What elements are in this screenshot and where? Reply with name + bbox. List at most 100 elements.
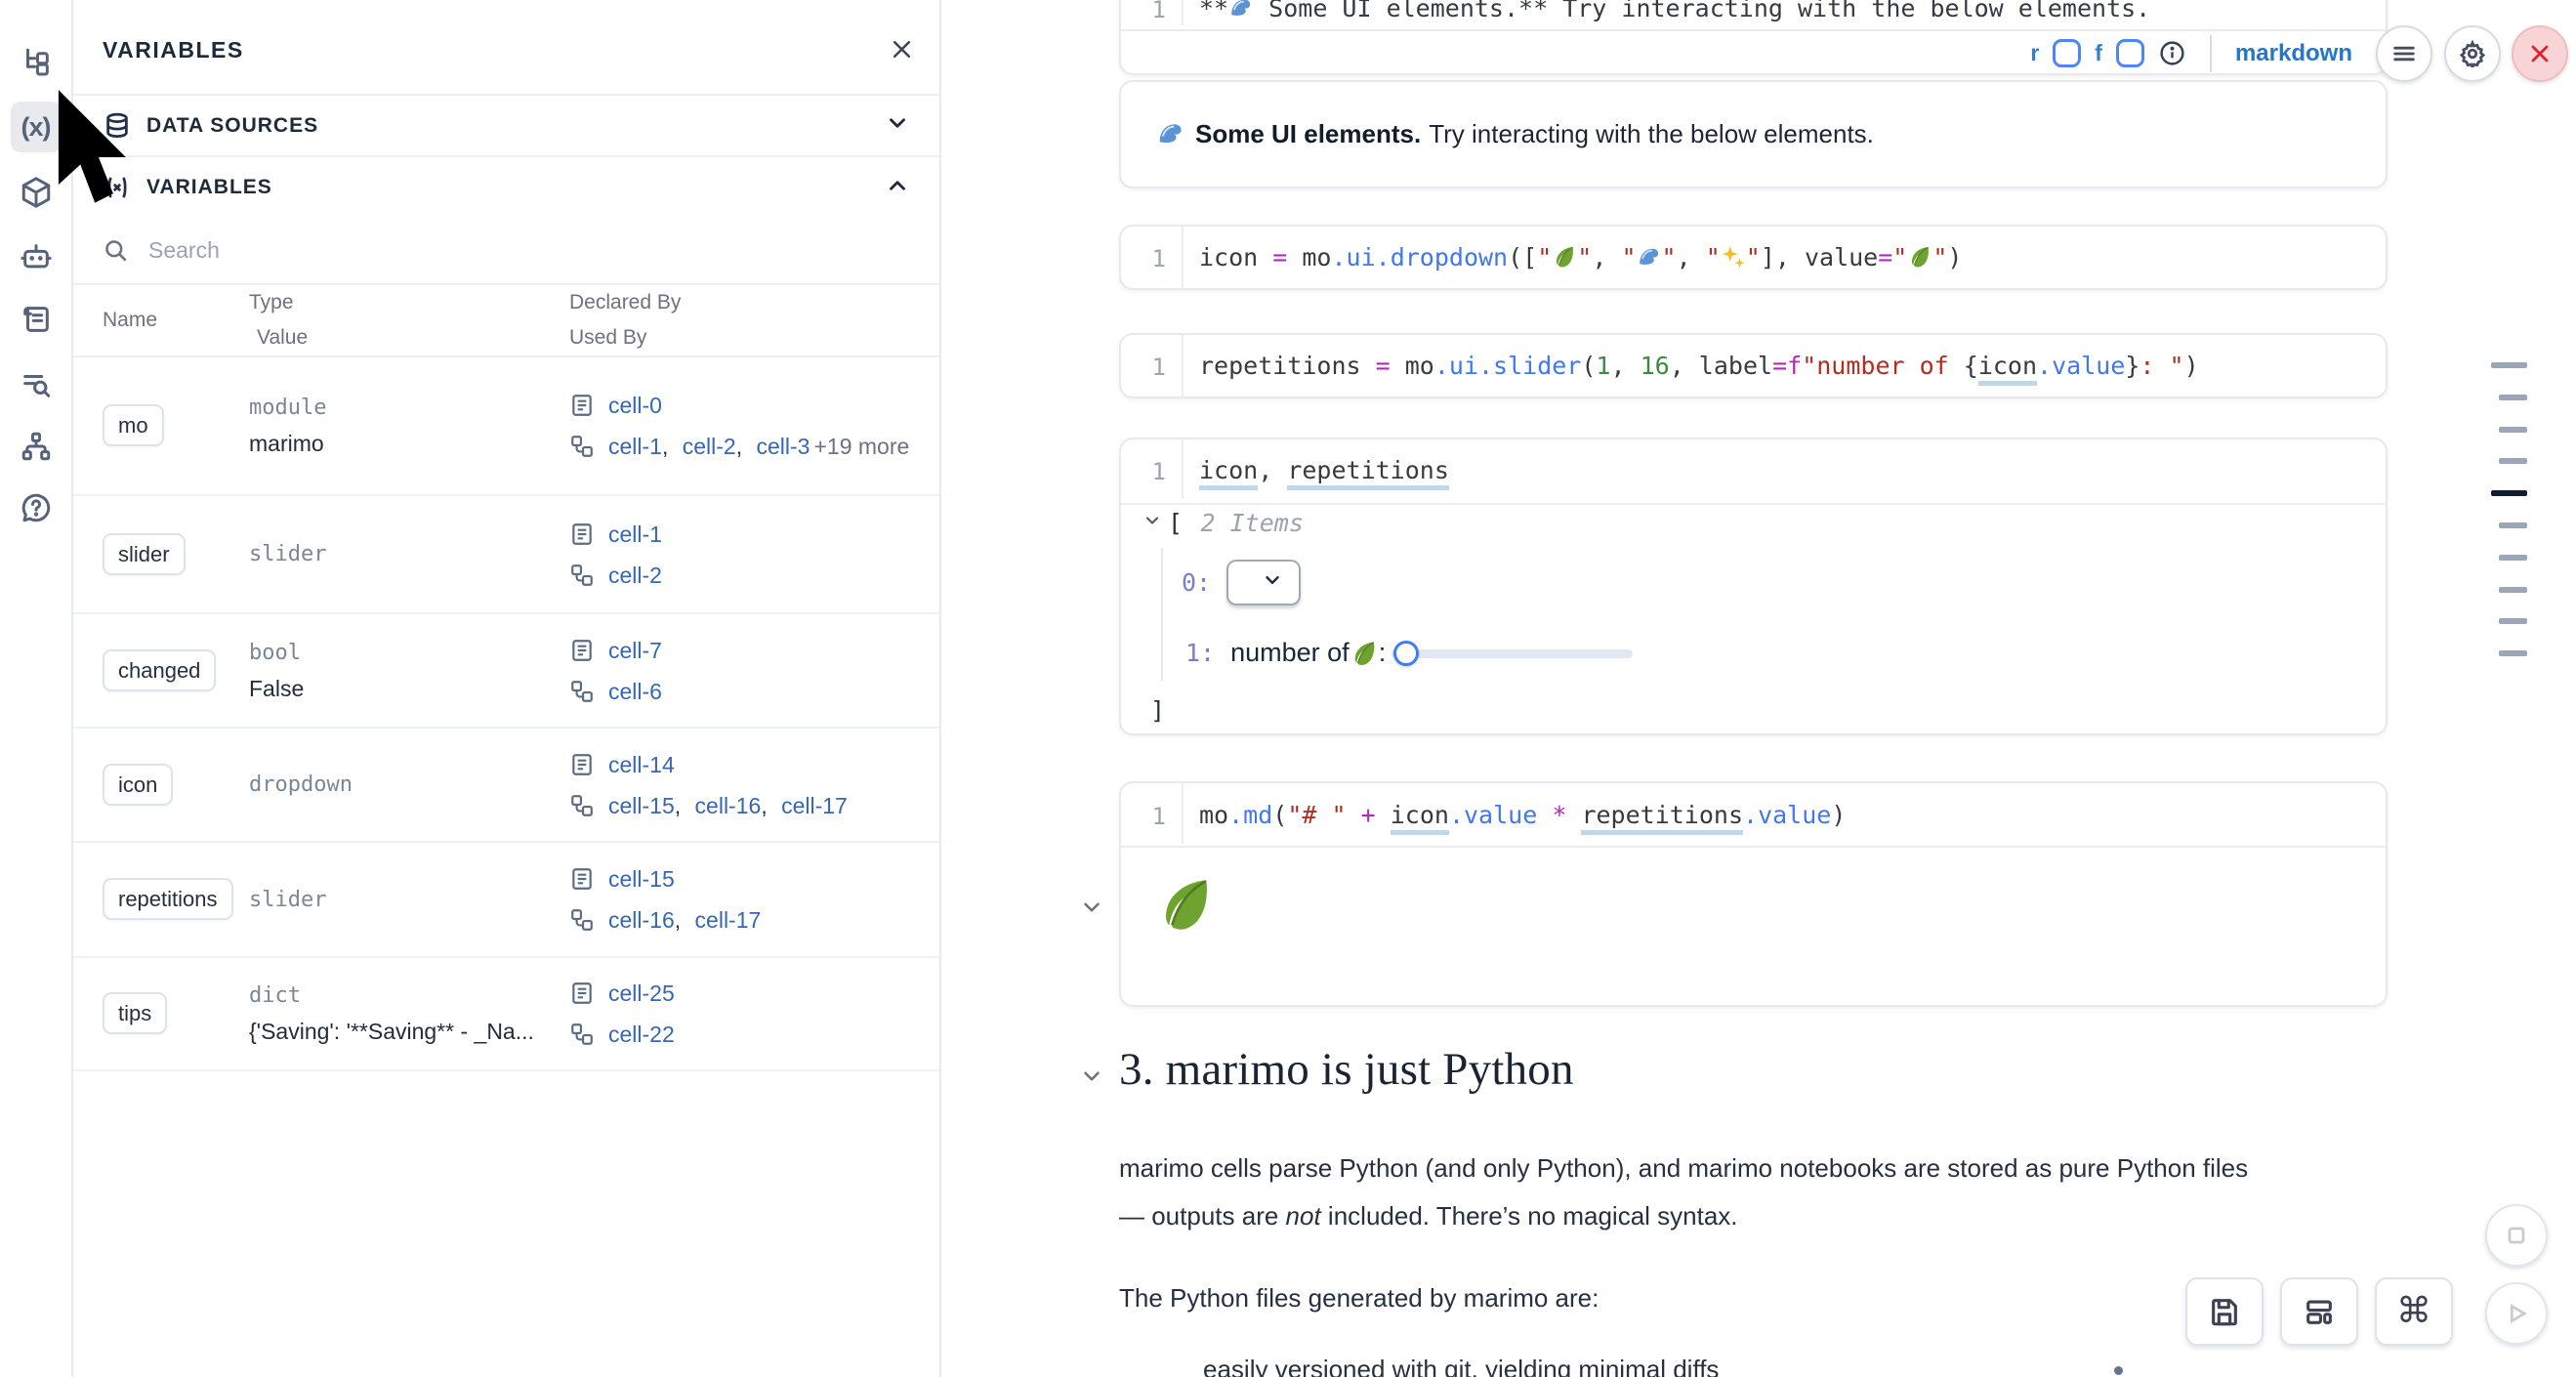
variable-name-badge[interactable]: tips xyxy=(103,992,168,1034)
slider-thumb[interactable] xyxy=(1393,640,1420,666)
info-icon[interactable] xyxy=(2158,39,2186,67)
cell-link[interactable]: cell-1 xyxy=(608,521,662,547)
shutdown-button[interactable] xyxy=(2512,25,2568,82)
section-collapse-chevron-icon[interactable] xyxy=(1079,1064,1104,1089)
code-line[interactable]: ** Some UI elements.** Try interacting w… xyxy=(1199,0,2150,22)
run-button[interactable] xyxy=(2485,1282,2548,1345)
cell-link[interactable]: cell-17 xyxy=(694,907,762,933)
notebook-area: 1 ** Some UI elements.** Try interacting… xyxy=(943,0,2576,1377)
bullet-dot xyxy=(2114,1366,2123,1375)
cell-link-icon xyxy=(571,794,593,816)
stop-button[interactable] xyxy=(2485,1204,2548,1267)
tuple-cell[interactable]: 1 icon, repetitions [ 2 Items 0: xyxy=(1119,438,2388,735)
minimap-cell-bar[interactable] xyxy=(2499,426,2527,433)
markdown-output: Some UI elements. Try interacting with t… xyxy=(1119,80,2388,188)
robot-icon[interactable] xyxy=(11,231,62,282)
search-row xyxy=(73,218,939,285)
minimap-cell-bar[interactable] xyxy=(2499,650,2527,657)
cell-link[interactable]: cell-17 xyxy=(781,792,848,818)
md-heading-cell[interactable]: 1 mo.md("# " + icon.value * repetitions.… xyxy=(1119,781,2388,1007)
cell-link[interactable]: cell-14 xyxy=(608,751,675,777)
sparkles-icon xyxy=(1721,243,1746,271)
hamburger-icon xyxy=(2393,46,2415,62)
search-input[interactable] xyxy=(148,237,734,264)
slider-track[interactable] xyxy=(1392,648,1634,658)
cell-collapse-chevron-icon[interactable] xyxy=(1079,895,1104,920)
cell-link[interactable]: cell-3 xyxy=(756,434,810,459)
layout-button[interactable] xyxy=(2280,1277,2358,1346)
variable-name-badge[interactable]: mo xyxy=(103,404,164,446)
cell-link[interactable]: cell-25 xyxy=(608,981,675,1006)
settings-button[interactable] xyxy=(2444,25,2501,82)
sitemap-icon[interactable] xyxy=(11,421,62,472)
language-label[interactable]: markdown xyxy=(2234,39,2352,66)
cell-link[interactable]: cell-0 xyxy=(608,393,662,418)
variables-icon[interactable]: (x) xyxy=(10,102,62,152)
cell-link[interactable]: cell-15 xyxy=(608,866,675,892)
search-list-icon[interactable] xyxy=(11,359,62,410)
markdown-editor-cell[interactable]: 1 ** Some UI elements.** Try interacting… xyxy=(1119,0,2388,75)
menu-button[interactable] xyxy=(2376,25,2432,82)
cell-link[interactable]: cell-22 xyxy=(608,1022,675,1047)
variable-name-badge[interactable]: changed xyxy=(103,648,217,691)
shortcuts-button[interactable]: ⌘ xyxy=(2375,1277,2453,1346)
save-button[interactable] xyxy=(2185,1277,2264,1346)
variable-name-badge[interactable]: slider xyxy=(103,532,186,575)
chevron-down-icon[interactable] xyxy=(885,110,910,141)
format-checkbox[interactable] xyxy=(2115,39,2144,67)
cell-document-icon xyxy=(572,753,592,775)
close-icon[interactable] xyxy=(879,26,924,71)
leaf-icon xyxy=(1907,243,1932,271)
cell-link[interactable]: cell-2 xyxy=(608,562,662,588)
minimap-cell-bar[interactable] xyxy=(2499,458,2527,465)
cell-link[interactable]: cell-7 xyxy=(608,637,662,663)
database-icon xyxy=(106,112,128,138)
panel-header: VARIABLES xyxy=(73,0,939,96)
slider-label-colon: : xyxy=(1378,638,1387,667)
code-line[interactable]: mo.md("# " + icon.value * repetitions.va… xyxy=(1199,801,1846,835)
col-used: Used By xyxy=(569,326,647,349)
variable-value: {'Saving': '**Saving** - _Na... xyxy=(249,1019,534,1044)
dropdown-code-cell[interactable]: 1 icon = mo.ui.dropdown(["", "", ""], va… xyxy=(1119,225,2388,290)
icon-dropdown-select[interactable] xyxy=(1226,560,1302,618)
help-icon[interactable] xyxy=(11,482,62,533)
cell-link[interactable]: cell-16 xyxy=(608,907,675,933)
cell-link[interactable]: cell-2 xyxy=(682,434,736,459)
file-tree-icon[interactable] xyxy=(11,37,62,88)
repetitions-slider[interactable] xyxy=(1392,640,1634,666)
minimap-cell-bar[interactable] xyxy=(2491,362,2527,368)
minimap-cell-bar[interactable] xyxy=(2499,522,2527,528)
cell-link[interactable]: cell-16 xyxy=(694,792,762,818)
variable-name-badge[interactable]: icon xyxy=(103,763,174,806)
line-number: 1 xyxy=(1151,0,1166,23)
scroll-icon[interactable] xyxy=(11,294,62,345)
package-icon[interactable] xyxy=(11,167,62,218)
cell-minimap[interactable] xyxy=(2488,352,2529,674)
minimap-cell-bar[interactable] xyxy=(2499,394,2527,400)
minimap-cell-bar[interactable] xyxy=(2499,586,2527,593)
cell-link[interactable]: cell-6 xyxy=(608,678,662,704)
chevron-up-icon[interactable] xyxy=(885,173,910,203)
cell-link[interactable]: cell-1 xyxy=(608,434,662,459)
slider-code-cell[interactable]: 1 repetitions = mo.ui.slider(1, 16, labe… xyxy=(1119,333,2388,398)
minimap-cell-bar[interactable] xyxy=(2499,618,2527,625)
cell-link-icon xyxy=(571,563,593,586)
col-value: Value xyxy=(257,326,309,349)
cell-link[interactable]: cell-15 xyxy=(608,792,675,818)
run-checkbox[interactable] xyxy=(2053,39,2082,67)
minimap-cell-bar[interactable] xyxy=(2499,554,2527,561)
code-line[interactable]: repetitions = mo.ui.slider(1, 16, label=… xyxy=(1199,352,2199,386)
minimap-cell-bar[interactable] xyxy=(2491,490,2527,497)
variables-glyph: (x) xyxy=(21,111,52,142)
icon-rail: (x) xyxy=(0,0,73,1377)
section-data-sources[interactable]: DATA SOURCES xyxy=(73,96,939,157)
code-line[interactable]: icon = mo.ui.dropdown(["", "", ""], valu… xyxy=(1199,243,1963,271)
collapse-tree-icon[interactable] xyxy=(1143,511,1162,535)
section-label: VARIABLES xyxy=(146,176,272,198)
variable-name-badge[interactable]: repetitions xyxy=(103,878,233,920)
gutter-divider xyxy=(1182,439,1184,499)
gutter-divider xyxy=(1182,227,1184,288)
section-variables[interactable]: VARIABLES xyxy=(73,157,939,218)
line-number: 1 xyxy=(1151,458,1166,485)
code-line[interactable]: icon, repetitions xyxy=(1199,456,1449,490)
